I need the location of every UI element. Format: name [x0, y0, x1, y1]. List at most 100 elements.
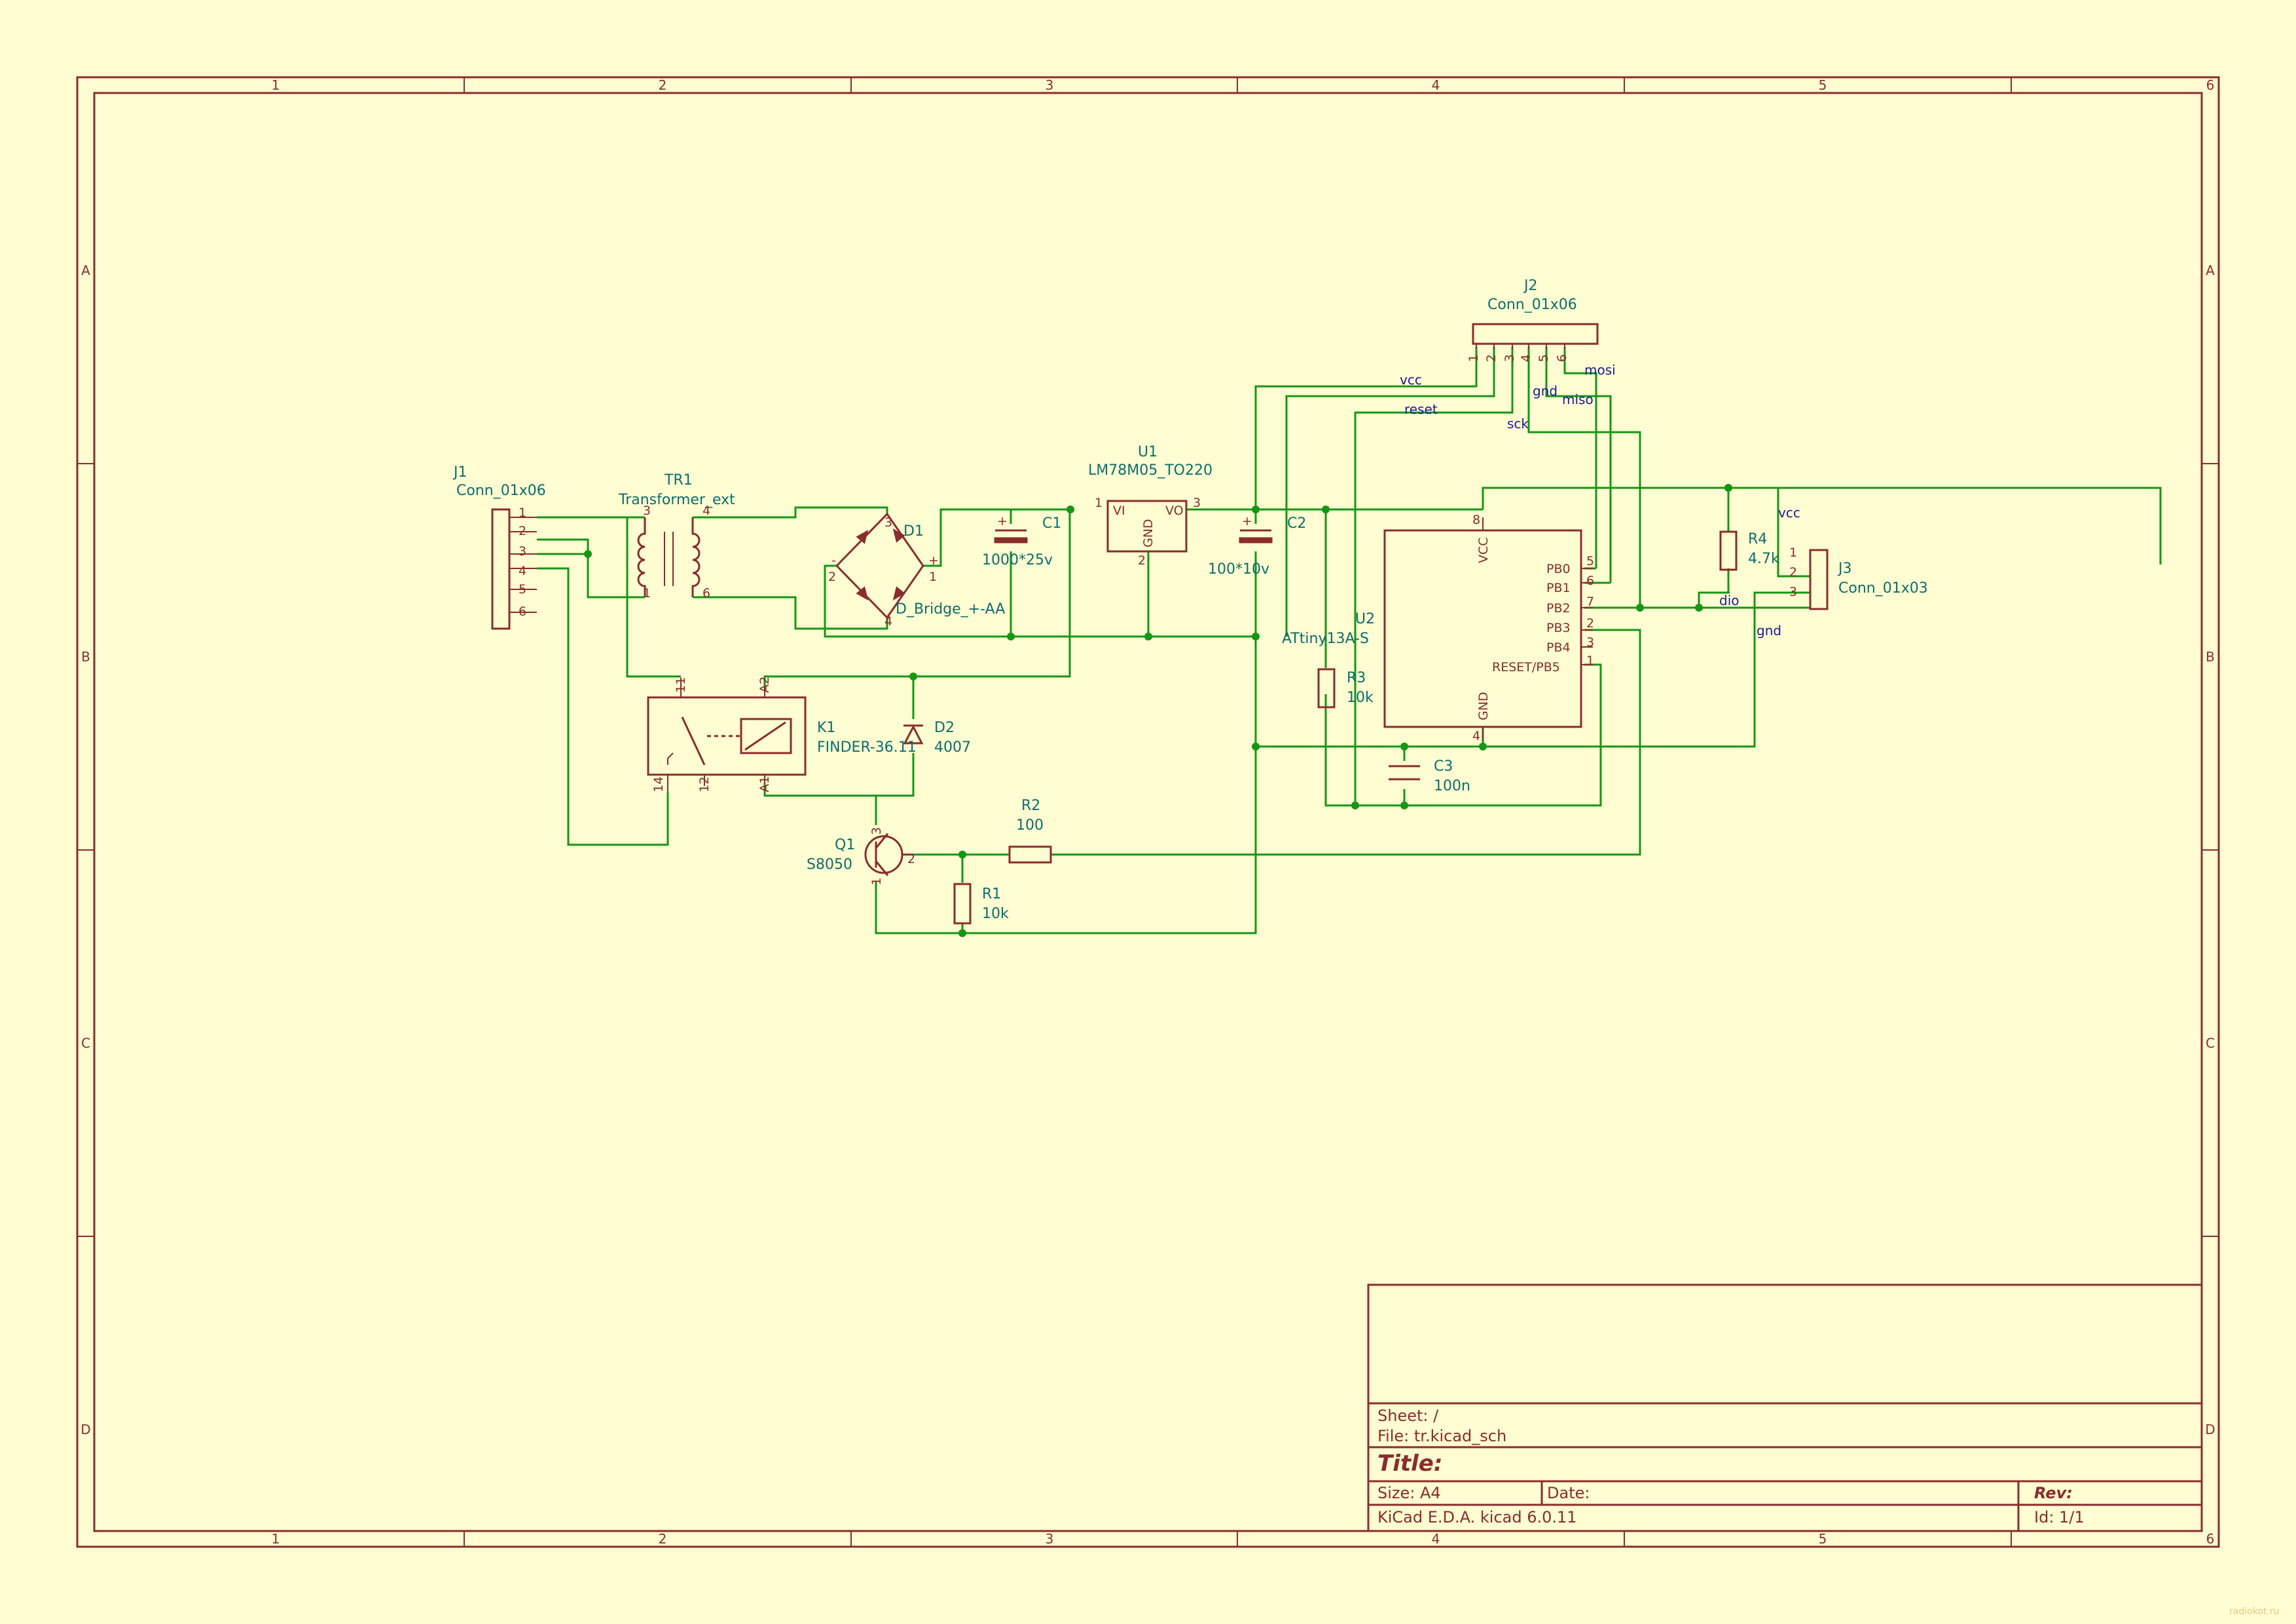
j3-value: Conn_01x03 — [1838, 580, 1928, 597]
d1-pin: 2 — [828, 570, 836, 584]
col-marker-top: 3 — [1046, 77, 1054, 93]
d1-bridge-symbol[interactable] — [835, 512, 924, 619]
d1-pin: 1 — [929, 570, 937, 584]
j2-pin: 1 — [1467, 354, 1481, 362]
net-label-gnd[interactable]: gnd — [1533, 383, 1558, 399]
j1-pin: 3 — [519, 544, 526, 559]
j2-connector-body[interactable] — [1472, 323, 1599, 345]
j2-pin: 3 — [1503, 354, 1517, 362]
r3-resistor-body[interactable] — [1317, 668, 1336, 709]
component-symbols — [491, 323, 1829, 925]
col-marker-bottom: 4 — [1432, 1531, 1440, 1547]
net-label-miso[interactable]: miso — [1562, 392, 1594, 407]
u2-io-pin: 7 — [1586, 595, 1594, 609]
u2-vcc: VCC — [1476, 537, 1491, 563]
tb-id: Id: 1/1 — [2034, 1508, 2085, 1526]
col-marker-top: 1 — [272, 77, 280, 93]
u1-pin: 3 — [1193, 496, 1201, 510]
j2-pin: 6 — [1555, 354, 1569, 362]
net-label-vcc[interactable]: vcc — [1400, 372, 1422, 388]
sheet-column-markers: 1 2 3 4 5 6 1 2 3 4 5 6 A B C D A B C D — [81, 77, 2215, 1547]
tb-date: Date: — [1547, 1484, 1590, 1502]
j1-pin: 1 — [519, 506, 526, 520]
u2-io-pin: 1 — [1586, 654, 1594, 668]
q1-transistor-symbol[interactable] — [864, 833, 913, 876]
j2-ref: J2 — [1523, 278, 1538, 294]
r1-ref: R1 — [982, 886, 1001, 902]
j1-pin: 5 — [519, 582, 526, 597]
q1-pin: 2 — [907, 852, 915, 866]
col-marker-top: 5 — [1819, 77, 1827, 93]
u2-ref: U2 — [1355, 611, 1375, 627]
u2-io: PB4 — [1546, 640, 1571, 655]
net-label-mosi[interactable]: mosi — [1584, 362, 1616, 378]
d2-value: 4007 — [934, 739, 971, 756]
row-marker-left: A — [81, 263, 90, 278]
tr1-primary-coil — [637, 517, 646, 597]
d1-ref: D1 — [903, 523, 924, 540]
u1-regulator-body[interactable] — [1106, 500, 1188, 553]
j3-ref: J3 — [1837, 561, 1852, 577]
j3-connector-body[interactable] — [1809, 549, 1829, 610]
tr1-pin: 4 — [702, 504, 710, 518]
r3-ref: R3 — [1347, 670, 1366, 686]
j1-pin: 2 — [519, 524, 526, 538]
j2-value: Conn_01x06 — [1487, 297, 1577, 313]
net-label-dio[interactable]: dio — [1719, 593, 1740, 608]
u2-io: PB0 — [1546, 562, 1571, 576]
j1-connector-body[interactable] — [491, 508, 511, 630]
j2-pin: 4 — [1519, 354, 1533, 362]
junctions — [584, 484, 1732, 937]
watermark-logo: radiokot.ru — [2229, 1606, 2279, 1617]
k1-value: FINDER-36.11 — [817, 739, 917, 756]
j2-pin: 2 — [1484, 354, 1499, 362]
col-marker-bottom: 6 — [2206, 1531, 2215, 1547]
j1-pin: 6 — [519, 604, 526, 619]
r2-resistor-body[interactable] — [1008, 845, 1052, 864]
net-label-reset[interactable]: reset — [1404, 401, 1438, 417]
u2-io-pin: 2 — [1586, 616, 1594, 631]
net-label-vcc[interactable]: vcc — [1778, 505, 1800, 521]
r2-ref: R2 — [1021, 798, 1040, 814]
row-marker-left: B — [81, 649, 90, 665]
tr1-value: Transformer_ext — [618, 492, 735, 508]
r1-resistor-body[interactable] — [953, 883, 972, 925]
u2-io: PB2 — [1546, 601, 1571, 616]
c1-capacitor-symbol[interactable] — [994, 529, 1028, 544]
u2-vcc-pin: 8 — [1472, 513, 1480, 527]
r1-value: 10k — [982, 906, 1009, 922]
c3-capacitor-symbol[interactable] — [1389, 765, 1420, 781]
u2-io-pin: 6 — [1586, 574, 1594, 588]
u2-gnd: GND — [1476, 692, 1491, 720]
r4-ref: R4 — [1748, 531, 1767, 547]
q1-pin: 3 — [869, 827, 884, 835]
u1-pin: 1 — [1095, 496, 1102, 510]
c1-ref: C1 — [1042, 515, 1061, 532]
title-block-text: Sheet: / File: tr.kicad_sch Title: Size:… — [1377, 1407, 2085, 1526]
c2-plus: + — [1242, 514, 1252, 528]
k1-ref: K1 — [817, 720, 835, 736]
sheet-frame — [76, 76, 2220, 1548]
col-marker-bottom: 1 — [272, 1531, 280, 1547]
c2-ref: C2 — [1287, 515, 1306, 532]
r4-resistor-body[interactable] — [1719, 530, 1738, 571]
col-marker-top: 6 — [2206, 77, 2215, 93]
d1-pin: 4 — [884, 614, 892, 629]
d2-diode-symbol[interactable] — [903, 724, 924, 745]
r2-value: 100 — [1016, 817, 1044, 834]
j2-pin: 5 — [1537, 354, 1551, 362]
k1-pin: A1 — [757, 776, 772, 792]
col-marker-top: 2 — [659, 77, 667, 93]
u1-value: LM78M05_TO220 — [1088, 462, 1212, 479]
j1-value: Conn_01x06 — [456, 483, 546, 499]
u1-pin: 2 — [1138, 553, 1146, 568]
net-label-gnd[interactable]: gnd — [1757, 623, 1781, 638]
j1-ref: J1 — [452, 464, 467, 481]
col-marker-bottom: 3 — [1046, 1531, 1054, 1547]
d1-plus: + — [928, 553, 939, 568]
k1-relay-symbol[interactable] — [647, 678, 807, 792]
c2-capacitor-symbol[interactable] — [1239, 529, 1273, 544]
k1-pin: 12 — [697, 777, 712, 792]
tb-size: Size: A4 — [1377, 1484, 1441, 1502]
net-label-sck[interactable]: sck — [1507, 416, 1529, 432]
